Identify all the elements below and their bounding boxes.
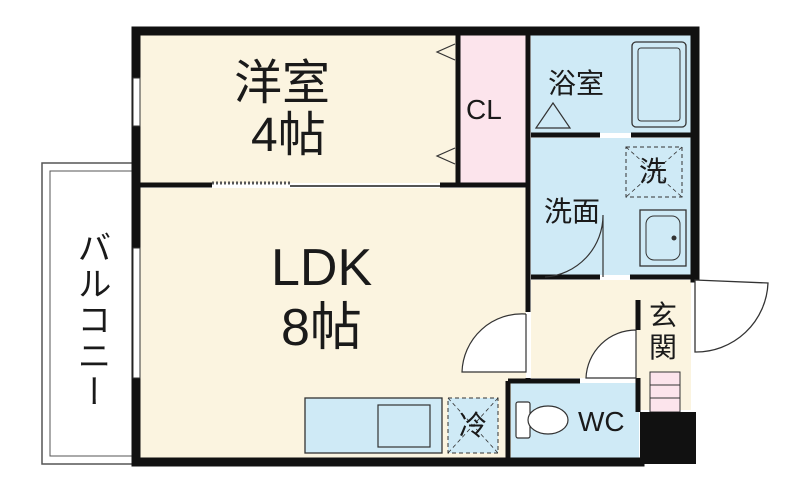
closet-label: CL [466,94,502,125]
washroom-door [544,214,604,278]
shoe-cabinet [649,371,681,413]
window-ldk [132,247,141,379]
bathroom-label: 浴室 [548,68,605,99]
western-room-label: 洋室 [234,57,331,110]
toilet-label: WC [578,406,625,437]
ldk-door [461,313,527,373]
wash-basin [639,209,687,267]
kitchen-sink [377,404,431,448]
bathtub [631,41,687,128]
toilet-door [585,329,637,379]
fridge-label: 冷 [459,410,488,441]
washroom-label: 洗面 [544,196,601,227]
western-room-floor [140,34,458,183]
ldk-size: 8帖 [281,299,362,357]
window-western-room [132,77,141,127]
entrance-door [694,279,769,353]
entrance-label: 玄関 [649,300,678,363]
western-room-size: 4帖 [251,109,326,162]
washer-label: 洗 [639,156,668,187]
balcony-area [41,162,137,465]
closet-floor [458,34,526,183]
ldk-label: LDK [271,239,373,297]
balcony-label: バルコニー [72,230,110,410]
kitchen-counter [304,397,443,454]
toilet-bowl [527,405,569,435]
